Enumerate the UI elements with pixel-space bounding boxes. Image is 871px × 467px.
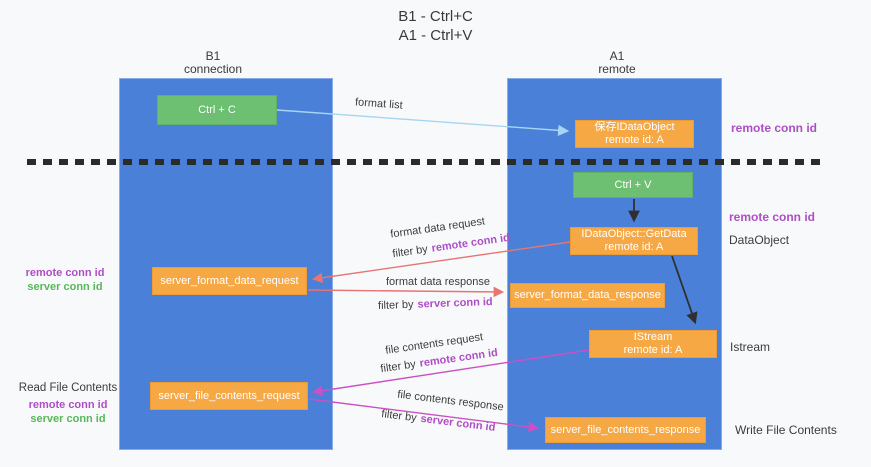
node-ctrl-v: Ctrl + V <box>573 172 693 198</box>
getdata-to-istream-arrow <box>671 255 698 325</box>
annotation-istream: Istream <box>730 340 771 354</box>
annotation-write-file-contents: Write File Contents <box>735 423 837 437</box>
annotation-left-server-conn-id-1: server conn id <box>27 281 103 293</box>
annotation-left-remote-conn-id-2: remote conn id <box>28 399 108 411</box>
node-server-file-contents-request: server_file_contents_request <box>150 382 308 410</box>
diagram-title: B1 - Ctrl+C A1 - Ctrl+V <box>0 7 871 45</box>
filter-by-text: filter by <box>377 298 414 312</box>
node-idataobject-getdata: IDataObject::GetData remote id: A <box>570 227 698 255</box>
node-idataobject-getdata-line2: remote id: A <box>604 241 664 253</box>
title-line-1: B1 - Ctrl+C <box>398 8 473 25</box>
file-contents-response-arrow <box>308 398 540 433</box>
annotation-read-file-contents-group: Read File Contents remote conn id server… <box>18 381 118 426</box>
annotation-read-file-contents: Read File Contents <box>18 382 118 394</box>
node-save-idataobject-line1: 保存IDataObject <box>594 121 675 133</box>
node-ctrl-v-label: Ctrl + V <box>614 178 652 191</box>
annotation-remote-conn-id-top: remote conn id <box>731 121 818 135</box>
right-lane-subtitle: remote <box>598 62 636 76</box>
node-ctrl-c: Ctrl + C <box>157 95 277 125</box>
node-istream: IStream remote id: A <box>589 330 717 358</box>
format-list-arrow <box>276 109 570 136</box>
node-server-format-data-response: server_format_data_response <box>510 283 665 308</box>
annotation-left-conn-ids-1: remote conn id server conn id <box>20 266 110 294</box>
right-lane-title: A1 <box>609 49 625 63</box>
format-data-response-arrow <box>307 286 505 298</box>
node-server-format-data-request: server_format_data_request <box>152 267 307 295</box>
file-contents-request-arrow <box>311 349 590 396</box>
node-server-file-contents-request-label: server_file_contents_request <box>158 389 300 402</box>
node-server-format-data-response-label: server_format_data_response <box>514 289 661 301</box>
annotation-remote-conn-id-mid: remote conn id <box>729 210 816 224</box>
node-server-file-contents-response-label: server_file_contents_response <box>550 423 701 436</box>
title-line-2: A1 - Ctrl+V <box>398 27 473 44</box>
node-save-idataobject: 保存IDataObject remote id: A <box>575 120 694 148</box>
node-istream-line1: IStream <box>633 331 673 343</box>
right-lane-header: A1 remote <box>557 50 677 76</box>
node-istream-line2: remote id: A <box>623 344 683 356</box>
node-ctrl-c-label: Ctrl + C <box>198 103 236 116</box>
annotation-dataobject: DataObject <box>729 233 790 247</box>
annotation-left-server-conn-id-2: server conn id <box>30 413 106 425</box>
edge-label-format-data-response: format data response <box>386 276 490 288</box>
node-idataobject-getdata-line1: IDataObject::GetData <box>581 228 687 240</box>
left-lane-subtitle: connection <box>183 62 243 76</box>
left-lane-title: B1 <box>205 49 221 63</box>
node-server-file-contents-response: server_file_contents_response <box>545 417 706 443</box>
node-save-idataobject-line2: remote id: A <box>605 134 664 146</box>
left-lane-header: B1 connection <box>153 50 273 76</box>
node-server-format-data-request-label: server_format_data_request <box>160 274 299 287</box>
annotation-left-remote-conn-id-1: remote conn id <box>25 267 105 279</box>
format-data-request-arrow <box>311 241 571 283</box>
